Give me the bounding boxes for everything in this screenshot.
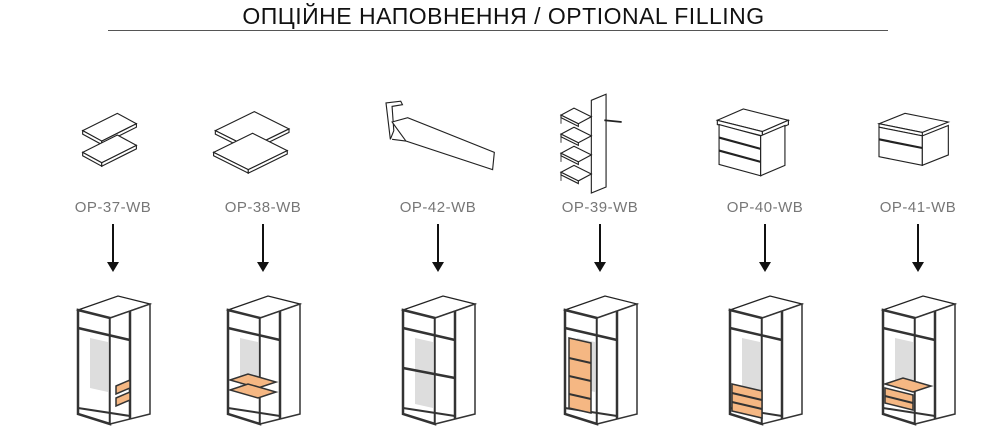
product-column: OP-41-WB xyxy=(838,40,998,427)
product-code: OP-37-WB xyxy=(74,199,152,216)
product-column: OP-39-WB xyxy=(520,40,680,427)
wardrobe-preview-icon xyxy=(562,295,640,426)
two-large-shelves-icon xyxy=(212,110,291,175)
product-column: OP-42-WB xyxy=(358,40,518,427)
product-code: OP-42-WB xyxy=(399,199,477,216)
product-code: OP-41-WB xyxy=(879,199,957,216)
product-code: OP-40-WB xyxy=(726,199,804,216)
product-column: OP-40-WB xyxy=(685,40,845,427)
wardrobe-preview-icon xyxy=(880,295,958,426)
page-title: ОПЦІЙНЕ НАПОВНЕННЯ / OPTIONAL FILLING xyxy=(242,3,765,29)
arrow-down-icon xyxy=(432,224,444,272)
arrow-down-icon xyxy=(107,224,119,272)
wardrobe-preview-icon xyxy=(727,295,805,426)
arrow-down-icon xyxy=(759,224,771,272)
two-small-shelves-icon xyxy=(81,112,138,168)
arrow-down-icon xyxy=(912,224,924,272)
product-code: OP-38-WB xyxy=(224,199,302,216)
hanging-rail-icon xyxy=(385,100,495,171)
wardrobe-preview-icon xyxy=(400,295,478,426)
wardrobe-preview-icon xyxy=(75,295,153,426)
side-shelf-unit-icon xyxy=(559,93,622,194)
title-divider xyxy=(108,30,888,31)
arrow-down-icon xyxy=(594,224,606,272)
wardrobe-preview-icon xyxy=(225,295,303,426)
product-column: OP-37-WB xyxy=(33,40,193,427)
two-drawer-unit-icon xyxy=(877,112,951,167)
product-code: OP-39-WB xyxy=(561,199,639,216)
product-column: OP-38-WB xyxy=(183,40,343,427)
arrow-down-icon xyxy=(257,224,269,272)
three-drawer-unit-icon xyxy=(715,108,791,177)
